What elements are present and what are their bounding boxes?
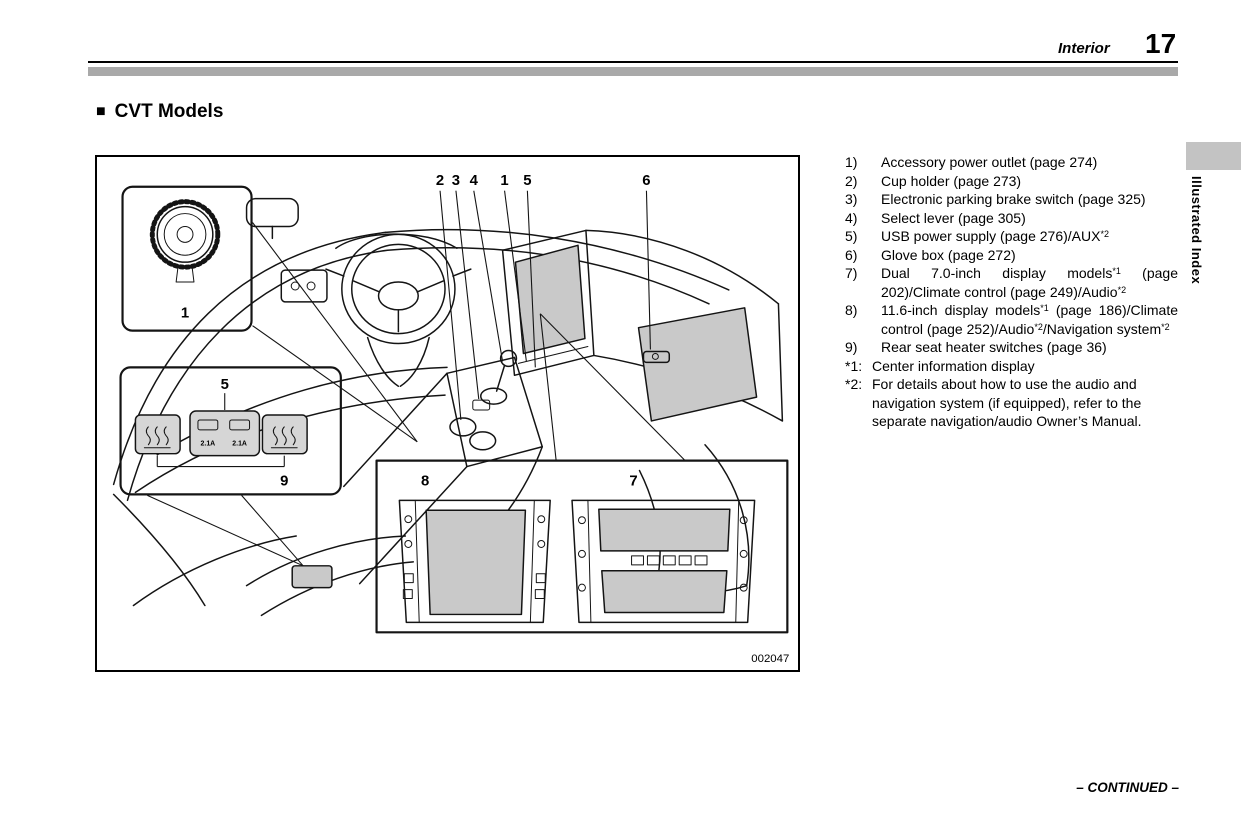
callout-4-line [473, 190, 504, 362]
display-8-label: 8 [421, 473, 429, 489]
legend-item-text: Dual 7.0-inch display models*1 (page 202… [881, 265, 1178, 300]
callout-4-label: 4 [470, 173, 479, 189]
legend-item-number: 2) [845, 172, 858, 189]
parking-brake-switch [472, 399, 491, 411]
rearview-mirror [245, 197, 299, 228]
center-display-screen [514, 244, 586, 355]
legend-item-number: 5) [845, 228, 858, 244]
header-rule-gray [88, 67, 1178, 76]
upper-display-screen [598, 508, 731, 552]
glove-box-handle [642, 350, 671, 364]
callout-6-label: 6 [642, 173, 650, 189]
outlet-number-label: 1 [181, 306, 189, 322]
header-page-number: 17 [1145, 28, 1177, 59]
display-unit-11-inch [398, 499, 551, 624]
inset-displays: 8 7 [375, 313, 789, 634]
legend-item-footnote-2: *2: For details about how to use the audi… [845, 375, 1178, 431]
legend-item-text: Glove box (page 272) [881, 246, 1016, 263]
heading-text: CVT Models [114, 101, 224, 122]
seat-heater-button-left [134, 414, 181, 455]
callout-1-label: 1 [500, 173, 508, 189]
usb-amp-label: 2.1A [232, 441, 247, 448]
legend-item-5: 5) USB power supply (page 276)/AUX*2 [845, 227, 1178, 246]
door-switch-panel [280, 269, 328, 303]
center-stack [501, 229, 595, 377]
steering-wheel [325, 233, 472, 387]
legend-item-6: 6) Glove box (page 272) [845, 246, 1178, 265]
seat-heater-button-right [261, 414, 308, 455]
figure-drawing: 2 3 4 1 5 6 [112, 173, 789, 665]
switch-5-label: 5 [221, 377, 229, 393]
legend-item-text: Accessory power outlet (page 274) [881, 154, 1098, 170]
callout-2-line [439, 190, 462, 420]
select-lever-knob [499, 349, 518, 368]
center-console [343, 349, 544, 585]
legend-item-number: *1: [845, 357, 863, 374]
rear-console [245, 535, 415, 617]
seat-heat-icon [145, 426, 169, 446]
figure-callouts: 2 3 4 1 5 6 [436, 173, 651, 420]
inset-power-outlet: 1 [121, 185, 418, 443]
legend-item-7: 7) Dual 7.0-inch display models*1 (page 2… [845, 264, 1178, 301]
legend-item-text: 11.6-inch display models*1 (page 186)/Cl… [881, 302, 1179, 337]
usb-port-icon [197, 419, 219, 431]
callout-1-line [504, 190, 527, 362]
inset-seat-heater-switches: 5 2.1A 2.1A 9 [119, 366, 342, 567]
legend-item-number: 9) [845, 339, 858, 355]
legend-item-text: Cup holder (page 273) [881, 172, 1022, 189]
switch-9-label: 9 [280, 473, 288, 489]
legend-item-text: For details about how to use the audio a… [872, 376, 1142, 429]
legend-item-4: 4) Select lever (page 305) [845, 209, 1178, 228]
legend-item-text: Center information display [872, 357, 1035, 374]
legend-item-9: 9) Rear seat heater switches (page 36) [845, 338, 1178, 357]
legend-item-1: 1) Accessory power outlet (page 274) [845, 153, 1178, 172]
legend-item-text: Rear seat heater switches (page 36) [881, 339, 1107, 355]
glove-box [585, 229, 784, 422]
chapter-tab-label: Illustrated Index [1189, 176, 1204, 285]
interior-figure: 2 3 4 1 5 6 [95, 155, 800, 672]
heading-square-marker: ■ [96, 103, 106, 120]
callout-5-line [526, 190, 536, 368]
legend-item-text: Select lever (page 305) [881, 209, 1026, 226]
continued-label: – CONTINUED – [1076, 780, 1179, 795]
outlet-knurled-ring [149, 199, 221, 270]
instrument-visor [335, 233, 458, 250]
legend-item-number: 7) [845, 265, 858, 281]
display-unit-dual-7-inch [571, 499, 756, 624]
callout-3-label: 3 [452, 173, 460, 189]
legend-item-number: 1) [845, 154, 858, 170]
usb-port-icon [229, 419, 251, 431]
legend-item-footnote-1: *1: Center information display [845, 357, 1178, 376]
callout-3-line [455, 190, 480, 400]
header-section-label: Interior [1058, 40, 1110, 57]
legend-list: 1) Accessory power outlet (page 274) 2) Cup… [845, 153, 1178, 431]
legend-item-number: *2: [845, 376, 863, 392]
usb-power-button [189, 410, 261, 457]
legend-item-number: 3) [845, 191, 858, 207]
legend-item-2: 2) Cup holder (page 273) [845, 172, 1178, 191]
callout-6-line [645, 190, 651, 350]
cup-holder [449, 417, 477, 437]
display-screen [425, 509, 527, 616]
legend-item-text: Electronic parking brake switch (page 32… [881, 191, 1146, 207]
legend-item-text: USB power supply (page 276)/AUX*2 [881, 228, 1109, 244]
header-rule-black [88, 61, 1178, 63]
section-heading: ■ CVT Models [96, 101, 223, 123]
legend-item-number: 8) [845, 302, 858, 318]
legend-item-number: 6) [845, 246, 858, 263]
figure-code: 002047 [751, 653, 789, 665]
callout-2-label: 2 [436, 173, 444, 189]
callout-5-label: 5 [523, 173, 531, 189]
rear-switch-panel [291, 565, 333, 589]
lower-display-screen [601, 570, 728, 614]
usb-amp-label: 2.1A [201, 441, 216, 448]
legend-item-8: 8) 11.6-inch display models*1 (page 186)/… [845, 301, 1178, 338]
display-7-label: 7 [629, 473, 637, 489]
legend-item-number: 4) [845, 209, 858, 226]
seat-heat-icon [272, 426, 296, 446]
legend-item-3: 3) Electronic parking brake switch (page … [845, 190, 1178, 209]
chapter-tab [1186, 142, 1241, 170]
